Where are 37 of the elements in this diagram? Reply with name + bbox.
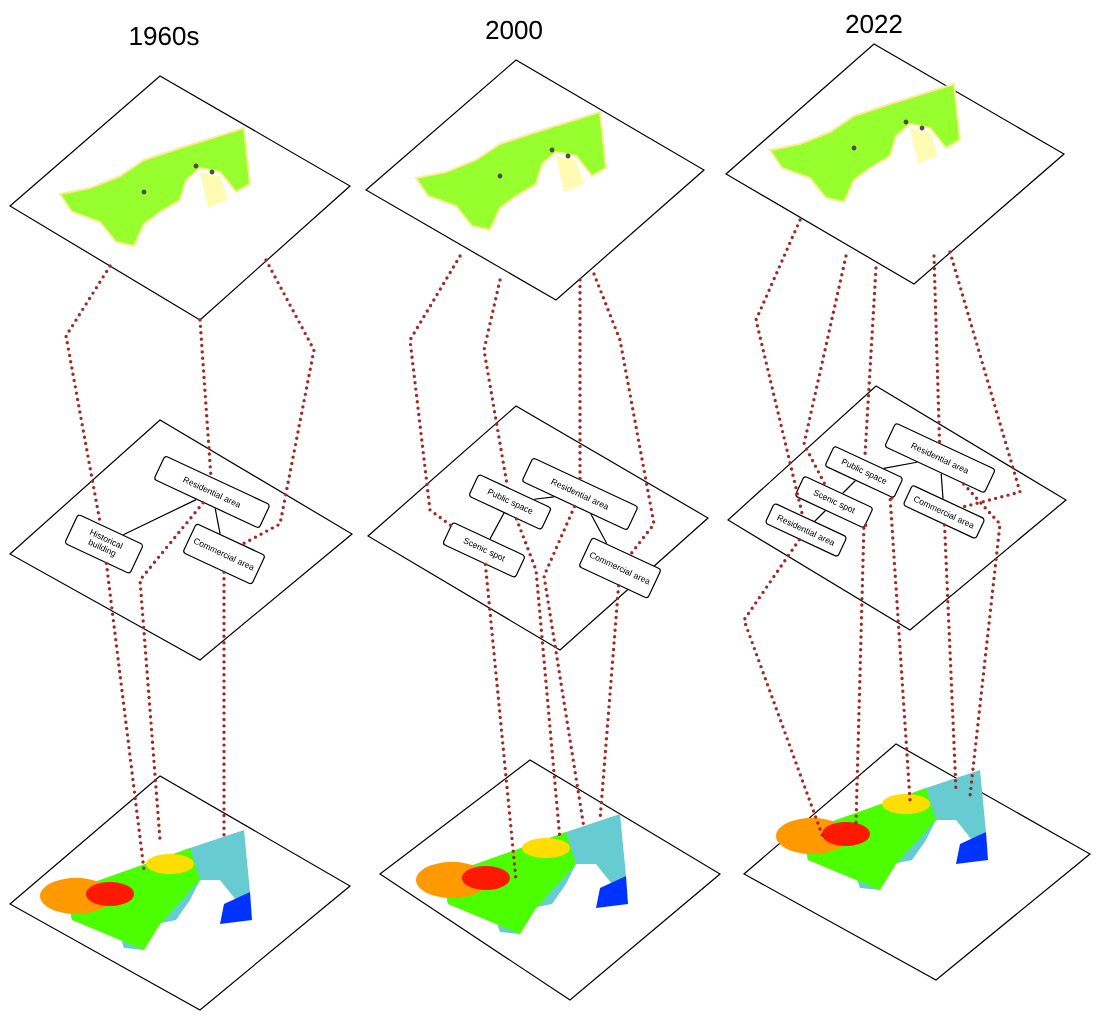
- dotted-line: [198, 318, 213, 479]
- connector-line: [814, 510, 826, 522]
- dotted-line: [888, 491, 912, 802]
- connector-line: [590, 513, 608, 545]
- dotted-line: [948, 250, 1023, 510]
- dotted-line: [932, 254, 942, 445]
- connector-line: [940, 472, 944, 500]
- dotted-line: [482, 278, 510, 489]
- diagram-plane: [727, 385, 1068, 631]
- dotted-line: [961, 482, 1002, 798]
- connector-line: [883, 461, 918, 469]
- dotted-line: [104, 561, 146, 872]
- dotted-line: [854, 520, 868, 826]
- dotted-line: [754, 218, 805, 518]
- connector-line: [214, 507, 221, 535]
- dotted-line: [742, 537, 826, 842]
- dotted-line: [408, 254, 462, 528]
- dotted-line: [592, 272, 656, 557]
- year-title: 1960s: [130, 26, 199, 46]
- dotted-line: [138, 501, 205, 842]
- dotted-line: [598, 583, 621, 822]
- dotted-line: [514, 517, 562, 842]
- dotted-line: [942, 523, 958, 792]
- connector-line: [842, 480, 856, 494]
- year-title: 2000: [486, 20, 542, 40]
- dotted-line: [240, 258, 316, 546]
- diagram-plane: [367, 405, 709, 651]
- year-title: 2022: [846, 14, 902, 34]
- connector-line: [122, 499, 197, 536]
- dotted-line: [222, 570, 226, 838]
- dotted-line: [802, 254, 848, 487]
- connector-line: [533, 496, 555, 500]
- dotted-line: [542, 504, 586, 830]
- dotted-line: [578, 278, 582, 481]
- dotted-line: [483, 562, 518, 882]
- connector-line: [489, 512, 505, 540]
- dotted-line: [64, 264, 112, 526]
